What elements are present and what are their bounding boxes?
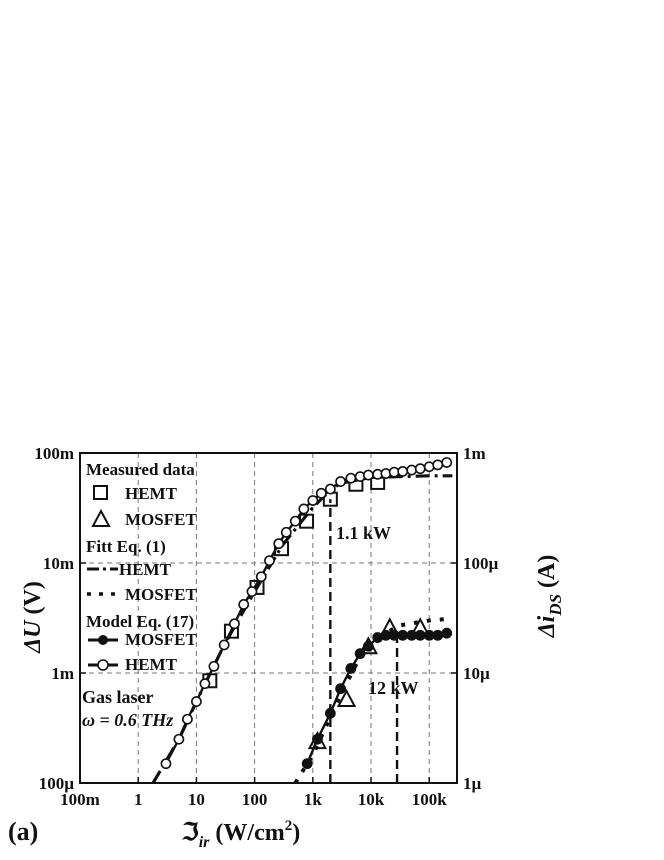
legend-label-fit-hemt: HEMT [119,560,172,579]
ticks: 100m 1 10 100 1k 10k 100k 100µ 1m 10m 100m 1µ 10µ 100… [34,444,498,809]
x-tick-label: 1k [304,790,323,809]
y-tick-label-left: 1m [51,664,74,683]
model-eq-17-mosfet-point [335,683,346,695]
model-eq-17-hemt-point [218,639,230,651]
model-eq-17-mosfet-point [414,629,426,641]
measured-data-mosfet-point [336,688,357,708]
model-eq-17-hemt-point [255,571,267,583]
legend-marker-model-mosfet [98,635,108,645]
model-eq-17-hemt-point [273,538,285,550]
model-eq-17-hemt-point [315,487,327,499]
legend-heading-model: Model Eq. (17) [86,612,194,631]
annotation-gas-laser: Gas laser [82,687,154,707]
panel-label: (a) [8,817,38,846]
y-axis-label-right: ΔiDS (A) [534,555,565,639]
model-eq-17-mosfet-point [345,663,357,674]
model-eq-17-hemt-point [199,678,211,690]
legend-marker-model-hemt [97,659,109,671]
annotation-omega: ω = 0.6 THz [82,710,173,730]
model-eq-17-hemt-point [397,466,409,477]
model-eq-17-mosfet-point [432,629,444,641]
x-tick-label: 100 [242,790,268,809]
model-eq-17-hemt-point [246,586,258,597]
plot-border [79,452,458,784]
model-eq-17-hemt-point [181,713,193,725]
model-eq-17-hemt-point [362,469,374,481]
model-eq-17-hemt-point [208,660,220,672]
legend-label-measured-mosfet: MOSFET [125,510,197,529]
x-axis-label: ℑir (W/cm2) [181,818,300,851]
model-eq-17-mosfet-point [362,640,374,652]
y-tick-label-left: 100µ [39,774,75,793]
model-eq-17-hemt-point [307,495,319,506]
y-tick-label-right: 100µ [463,554,499,573]
legend: Measured data HEMT MOSFET Fitt Eq. (1) H… [86,460,197,674]
model-eq-17-hemt-point [160,758,172,770]
model-eq-17-hemt-point [441,457,453,468]
drop-markers [329,499,399,783]
fitt-eq-1-hemt-line [151,474,453,784]
model-eq-17-mosfet-point [397,629,409,641]
y-tick-label-right: 1µ [463,774,482,793]
x-tick-label: 10 [188,790,205,809]
x-tick-label: 100k [412,790,448,809]
legend-heading-measured: Measured data [86,460,195,479]
model-eq-17-hemt-point [335,476,346,487]
series [151,457,453,785]
legend-marker-hemt-square [93,485,108,500]
legend-label-measured-hemt: HEMT [125,484,178,503]
legend-label-model-hemt: HEMT [125,655,178,674]
model-eq-17-hemt-point [345,472,357,484]
model-eq-17-hemt-point [414,463,426,475]
y-axis-label-left: ΔU (V) [20,581,46,654]
model-eq-17-hemt-point [238,599,250,610]
model-eq-17-hemt-point [264,555,275,567]
legend-heading-fit: Fitt Eq. (1) [86,537,166,556]
model-eq-17-hemt-point [298,503,310,515]
x-tick-label: 1 [134,790,143,809]
model-eq-17-mosfet-point [354,648,366,660]
model-eq-17-mosfet-point [441,627,453,639]
legend-marker-mosfet-triangle [91,508,111,527]
model-eq-17-hemt-point [280,526,292,538]
model-eq-17-hemt-point [289,515,301,527]
y-tick-label-left: 10m [43,554,74,573]
y-tick-label-right: 10µ [463,664,490,683]
model-eq-17-mosfet-point [312,733,323,745]
model-eq-17-hemt-point [423,461,435,473]
legend-label-model-mosfet: MOSFET [125,630,197,649]
x-tick-label: 100m [60,790,100,809]
model-eq-17-mosfet-point [301,758,313,770]
model-eq-17-hemt-point [173,733,185,745]
y-tick-label-right: 1m [463,444,486,463]
model-eq-17-hemt-point [432,459,444,471]
model-eq-17-hemt-point [324,483,336,495]
model-eq-17-hemt-point [229,618,240,630]
model-eq-17-hemt-point [406,464,418,476]
plot-frame [79,452,458,784]
legend-label-fit-mosfet: MOSFET [125,585,197,604]
x-tick-label: 10k [358,790,385,809]
y-tick-label-left: 100m [34,444,74,463]
annotation-1-1-kw: 1.1 kW [336,523,391,543]
annotation-12-kw: 12 kW [368,678,419,698]
model-eq-17-hemt-point [191,696,202,707]
